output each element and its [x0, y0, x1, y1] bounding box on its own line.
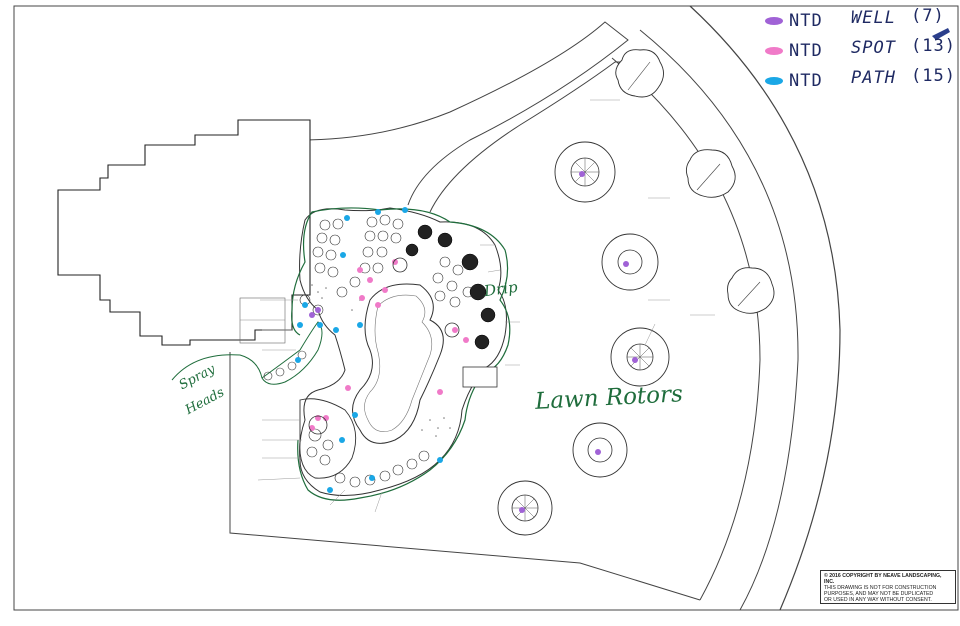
- lawn-tree-5: [497, 480, 553, 536]
- marker-tree: [444, 322, 460, 338]
- equipment-pad: [462, 366, 498, 388]
- sheet-border: [13, 5, 959, 611]
- stipple-mulch: [311, 284, 451, 437]
- legend-code: NTD: [789, 41, 823, 61]
- copyright-notice: © 2016 COPYRIGHT BY NEAVE LANDSCAPING, I…: [820, 570, 956, 604]
- marker-tree-3: [308, 415, 328, 435]
- legend-item-well: NTD WELL (7): [765, 6, 955, 38]
- legend-item-path: NTD PATH (15): [765, 66, 956, 98]
- copyright-line: © 2016 COPYRIGHT BY NEAVE LANDSCAPING, I…: [824, 573, 942, 585]
- legend: NTD WELL (7) NTD SPOT (13) NTD PATH (15): [765, 6, 956, 98]
- legend-count: (15): [911, 66, 956, 86]
- label-leaders: [257, 99, 715, 513]
- driveway-edge-inner: [429, 61, 635, 213]
- property-boundary: [229, 352, 701, 601]
- road-arc-2: [639, 29, 799, 611]
- legend-item-spot: NTD SPOT (13): [765, 36, 956, 68]
- road-arc-1: [611, 57, 761, 601]
- well-light-heads: [309, 307, 321, 318]
- legend-swatch-spot: [765, 47, 783, 55]
- marker-tree-2: [392, 257, 408, 273]
- planting-bed-north: [299, 207, 507, 496]
- legend-swatch-path: [765, 77, 783, 85]
- legend-code: NTD: [789, 71, 823, 91]
- copyright-line: THIS DRAWING IS NOT FOR CONSTRUCTION: [824, 585, 937, 591]
- house-outline: [57, 119, 311, 346]
- path-light-heads: [295, 207, 443, 493]
- street-tree-1: [615, 49, 664, 98]
- lawn-tree-1: [554, 141, 616, 203]
- shrub-cluster-south: [263, 294, 430, 488]
- patio: [239, 297, 286, 344]
- lawn-tree-2: [601, 233, 659, 291]
- legend-name: PATH: [851, 68, 896, 88]
- street-tree-3: [727, 267, 775, 314]
- street-tree-2: [685, 149, 736, 198]
- copyright-line: OR USED IN ANY WAY WITHOUT CONSENT.: [824, 597, 932, 603]
- spray-zone-bracket: [171, 354, 263, 381]
- spray-bed-outline: [261, 321, 323, 385]
- drip-zone-outline: [291, 207, 511, 501]
- pen-mark: [932, 28, 950, 40]
- road-arc-3: [689, 5, 841, 611]
- legend-count: (13): [911, 36, 956, 56]
- legend-code: NTD: [789, 11, 823, 31]
- lawn-tree-3: [610, 327, 670, 387]
- legend-count: (7): [911, 6, 945, 26]
- driveway-edge-outer: [299, 21, 629, 206]
- copyright-line: PURPOSES, AND MAY NOT BE DUPLICATED: [824, 591, 934, 597]
- legend-name: SPOT: [851, 38, 896, 58]
- shrub-cluster-north: [312, 214, 474, 308]
- legend-name: WELL: [851, 8, 896, 28]
- dark-shrubs: [405, 224, 496, 350]
- lawn-tree-4: [572, 422, 628, 478]
- planting-bed-south: [299, 398, 357, 479]
- water-edge-inner: [364, 294, 433, 432]
- legend-swatch-well: [765, 17, 783, 25]
